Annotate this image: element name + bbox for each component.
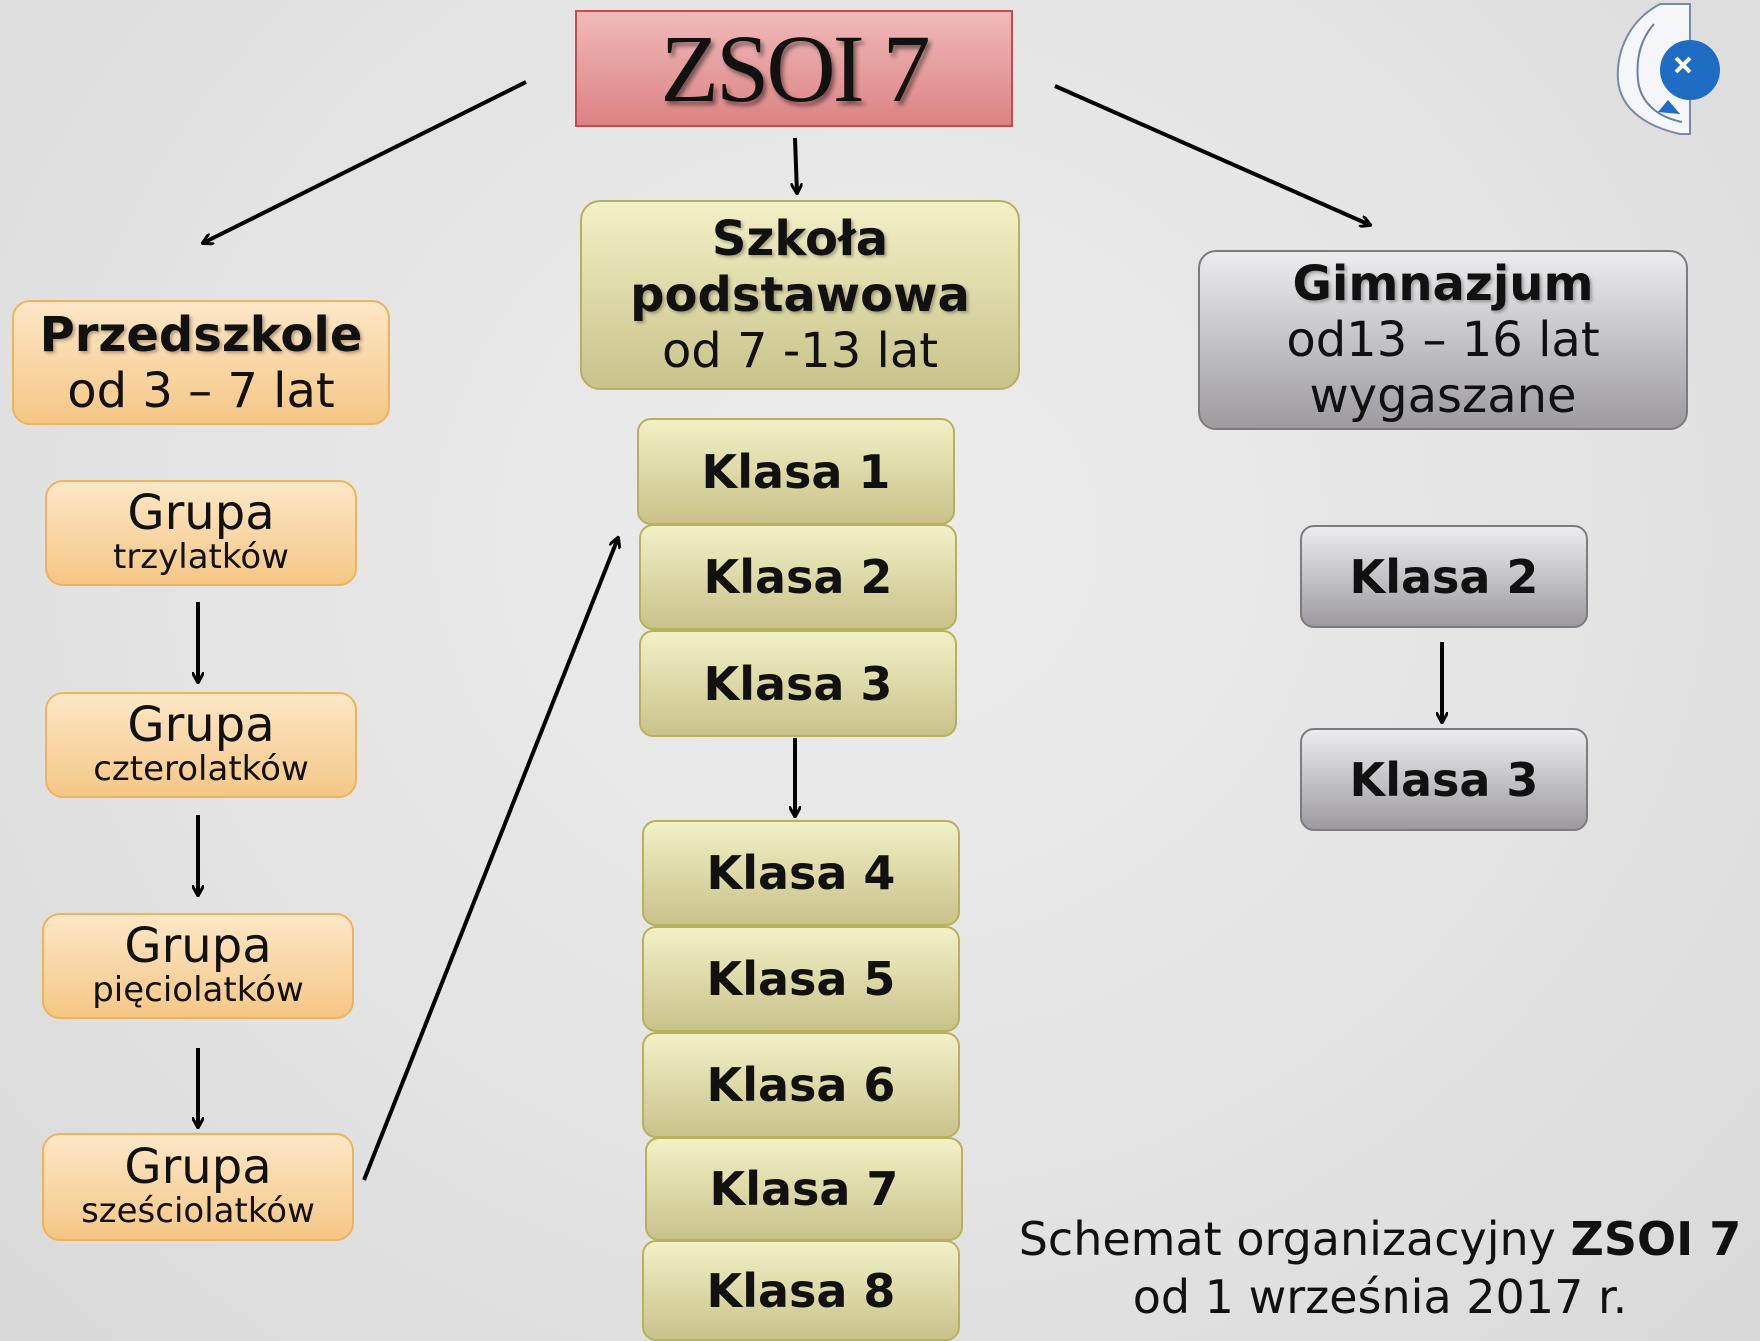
caption-line2: od 1 września 2017 r.: [1132, 1270, 1628, 1324]
group-box-4: Grupa czterolatków: [45, 692, 357, 798]
class-label: Klasa 8: [706, 1263, 896, 1318]
diagram-caption: Schemat organizacyjny ZSOI 7 od 1 wrześn…: [1000, 1210, 1760, 1326]
arrow-title-to-preschool: [203, 80, 527, 243]
class-label: Klasa 7: [709, 1162, 899, 1216]
primary-class-box: Klasa 4: [642, 820, 960, 926]
group-label: Grupa: [127, 697, 275, 753]
group-label: Grupa: [124, 1139, 272, 1195]
gymnasium-age: od13 – 16 lat: [1286, 312, 1600, 368]
class-label: Klasa 5: [706, 952, 896, 1006]
gymnasium-header-box: Gimnazjum od13 – 16 lat wygaszane: [1198, 250, 1688, 430]
title-box: ZSOI 7: [575, 10, 1013, 127]
arrow-group6-to-klasa1: [362, 538, 618, 1181]
primary-class-box: Klasa 7: [645, 1137, 963, 1241]
gymnasium-status: wygaszane: [1309, 368, 1577, 424]
primary-class-box: Klasa 2: [639, 524, 957, 630]
arrow-title-to-gymnasium: [1054, 84, 1370, 225]
group-sub: trzylatków: [113, 537, 289, 577]
primary-class-box: Klasa 6: [642, 1032, 960, 1138]
group-box-5: Grupa pięciolatków: [42, 913, 354, 1019]
group-label: Grupa: [124, 918, 272, 974]
caption-line1: Schemat organizacyjny ZSOI 7: [1000, 1210, 1760, 1268]
primary-name-line1: Szkoła: [711, 211, 889, 267]
group-sub: sześciolatków: [81, 1191, 315, 1231]
class-label: Klasa 1: [701, 444, 891, 499]
preschool-age: od 3 – 7 lat: [67, 362, 335, 419]
group-box-3: Grupa trzylatków: [45, 480, 357, 586]
class-label: Klasa 3: [703, 656, 893, 711]
class-label: Klasa 4: [706, 846, 896, 900]
group-box-6: Grupa sześciolatków: [42, 1133, 354, 1241]
preschool-name: Przedszkole: [39, 306, 363, 363]
gymnasium-class-box: Klasa 2: [1300, 525, 1588, 628]
primary-name-line2: podstawowa: [630, 267, 970, 323]
gymnasium-name: Gimnazjum: [1292, 256, 1594, 312]
group-sub: czterolatków: [93, 749, 309, 789]
group-sub: pięciolatków: [92, 970, 304, 1010]
caption-bold: ZSOI 7: [1570, 1212, 1742, 1266]
arrow-title-to-primary: [795, 137, 797, 193]
primary-class-box: Klasa 3: [639, 630, 957, 737]
diagram-title: ZSOI 7: [660, 15, 930, 122]
primary-age: od 7 -13 lat: [661, 323, 939, 379]
primary-class-box: Klasa 5: [642, 926, 960, 1032]
gymnasium-class-box: Klasa 3: [1300, 728, 1588, 831]
class-label: Klasa 3: [1349, 752, 1539, 807]
class-label: Klasa 2: [1349, 549, 1539, 604]
preschool-header-box: Przedszkole od 3 – 7 lat: [12, 300, 390, 425]
primary-header-box: Szkoła podstawowa od 7 -13 lat: [580, 200, 1020, 390]
group-label: Grupa: [127, 485, 275, 541]
primary-class-box: Klasa 8: [642, 1240, 960, 1341]
class-label: Klasa 2: [703, 550, 893, 604]
school-emblem-logo: [1616, 3, 1720, 135]
caption-prefix: Schemat organizacyjny: [1018, 1212, 1571, 1266]
connector-arrows: [0, 80, 1683, 1181]
primary-class-box: Klasa 1: [637, 418, 955, 525]
class-label: Klasa 6: [706, 1058, 896, 1112]
